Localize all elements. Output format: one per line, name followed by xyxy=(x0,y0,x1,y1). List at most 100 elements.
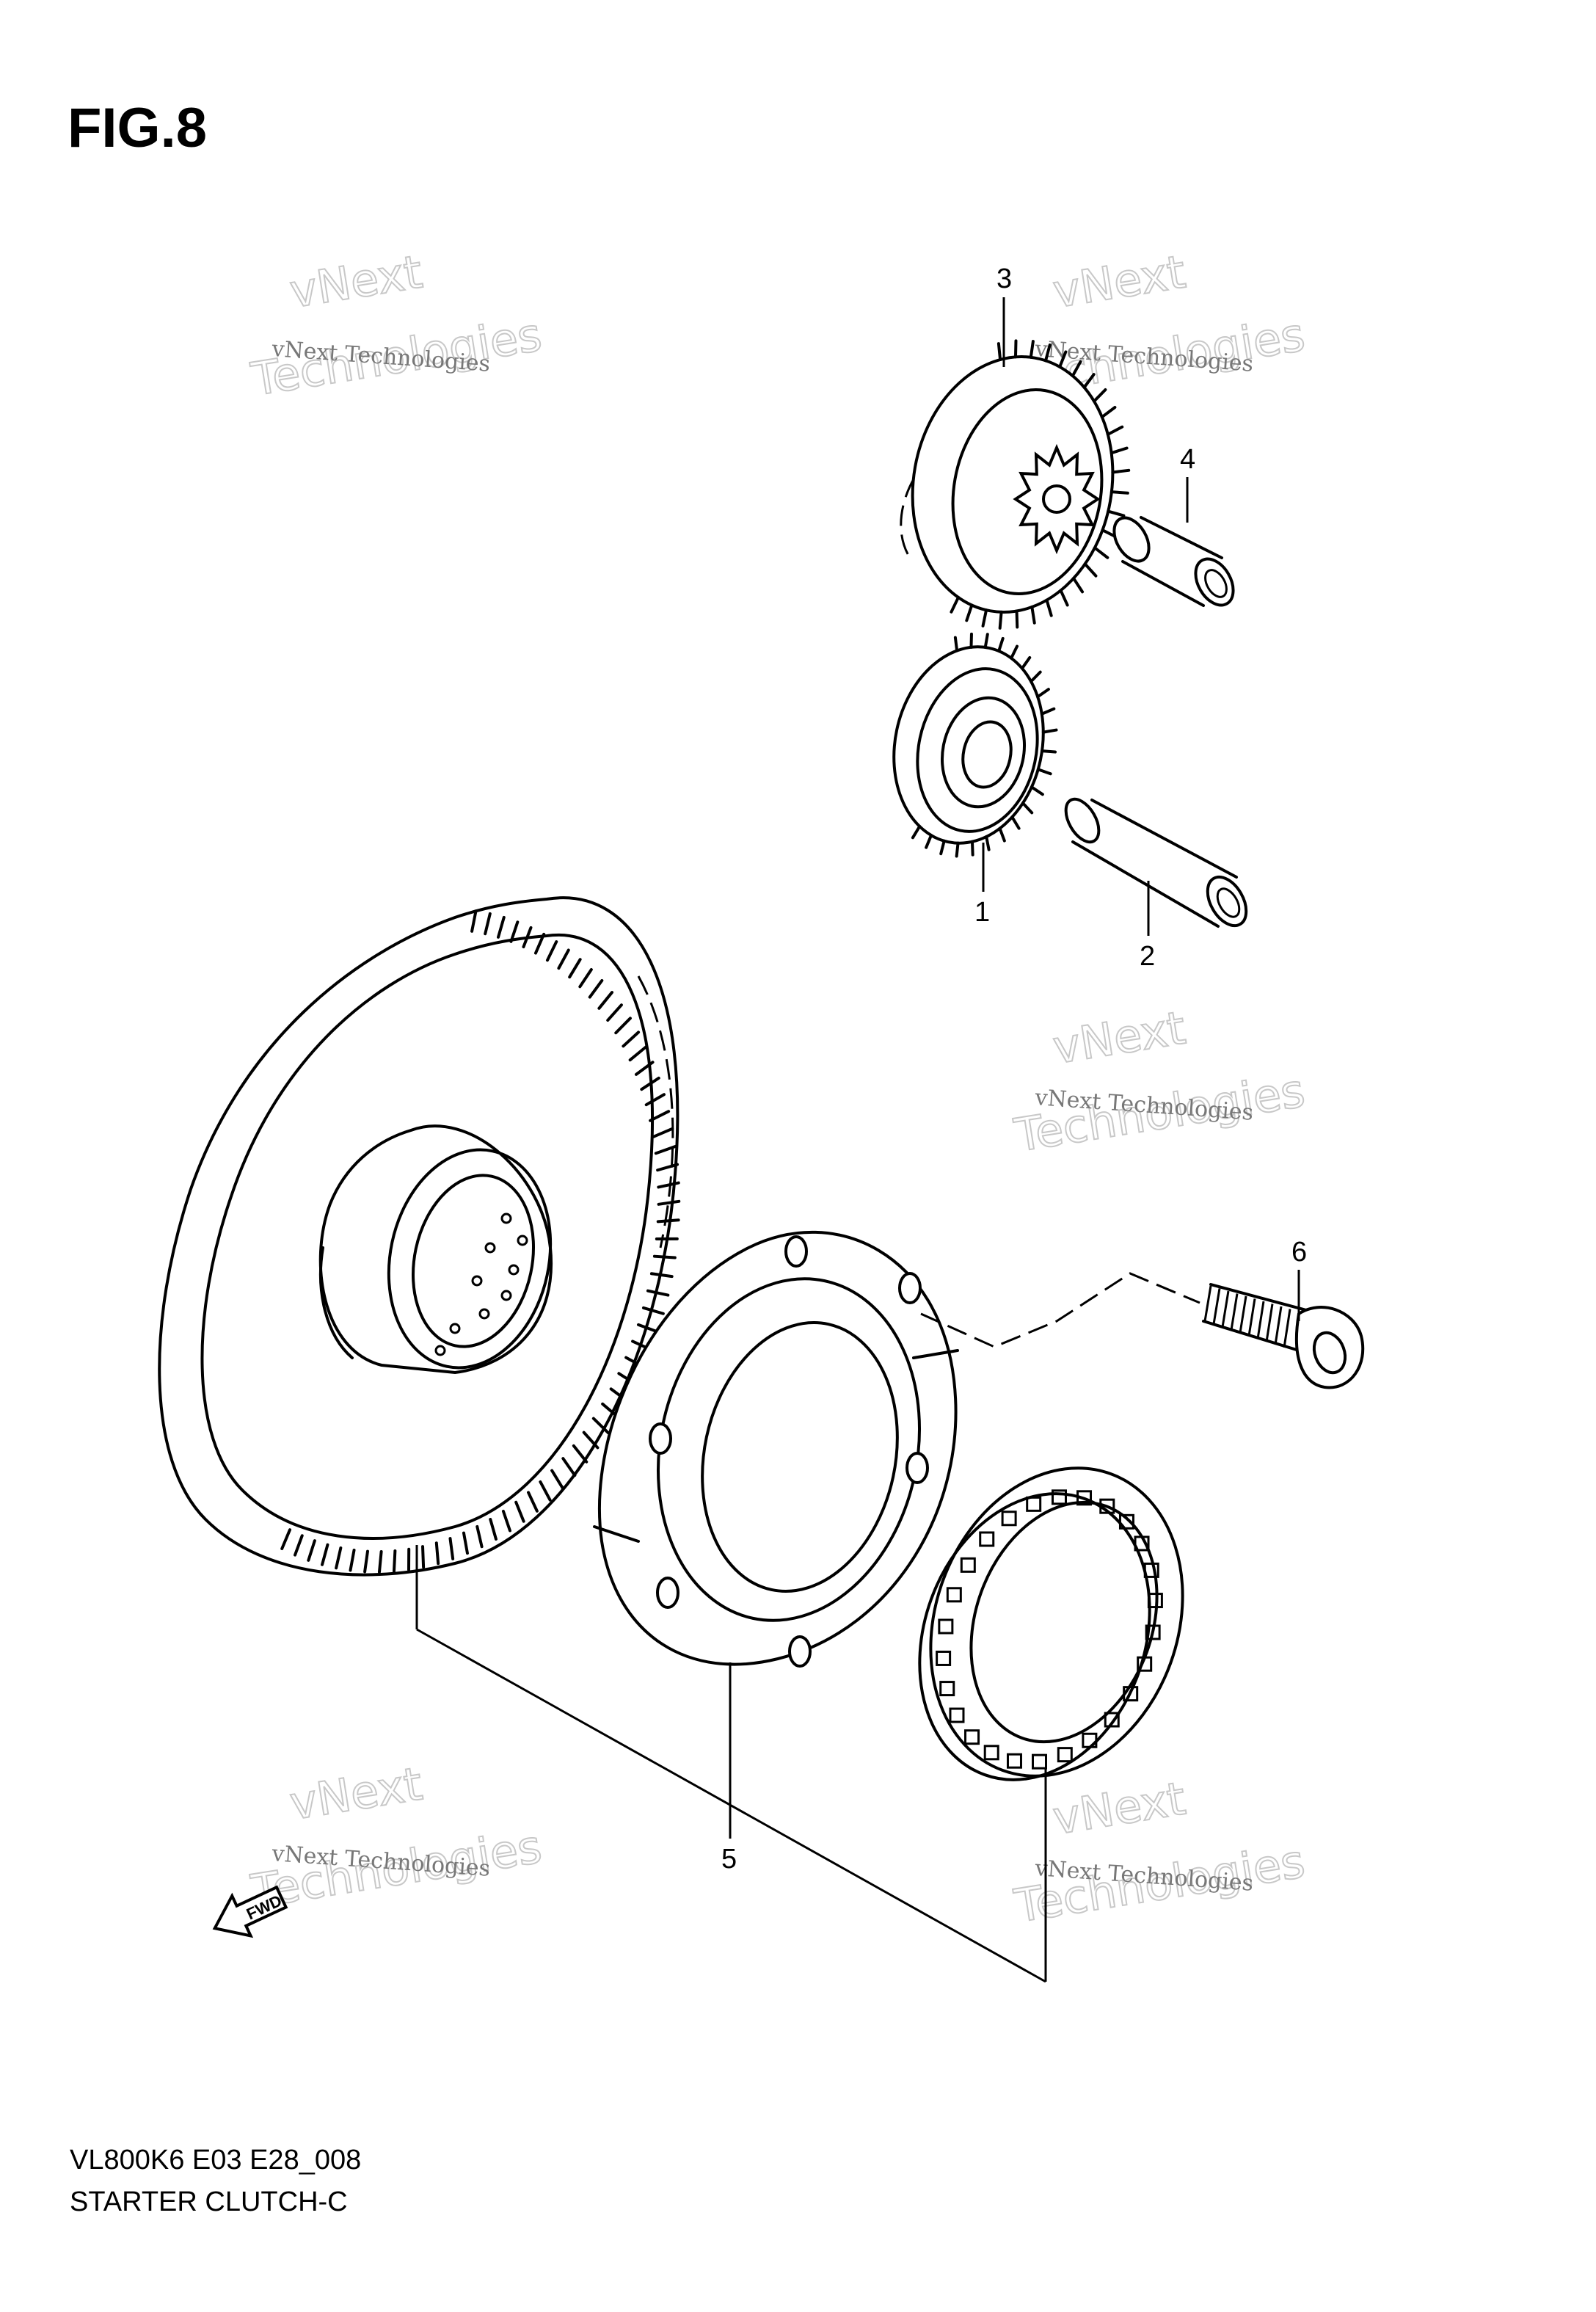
gear-tooth xyxy=(983,633,989,650)
thread xyxy=(1212,1288,1221,1325)
gear-tooth xyxy=(470,909,478,933)
thread xyxy=(1239,1295,1247,1334)
gear-tooth xyxy=(622,1030,641,1048)
gear-tooth xyxy=(1020,655,1032,670)
hub-hole xyxy=(517,1235,528,1246)
sprag-cell xyxy=(1006,1753,1022,1769)
gear-tooth xyxy=(489,1518,498,1541)
gear-tooth xyxy=(1058,350,1068,368)
gear-tooth xyxy=(1100,405,1117,419)
hub-hole xyxy=(484,1242,496,1254)
watermark-bottom-right: vNext Technologies xyxy=(1010,1770,1309,1933)
gear-tooth xyxy=(335,1546,343,1570)
sprag-cell xyxy=(946,1587,962,1603)
sprag-cell xyxy=(939,1681,955,1697)
bolt-hole xyxy=(649,1422,672,1455)
thread xyxy=(1221,1290,1230,1328)
gear-tooth xyxy=(1059,589,1069,607)
gear-tooth xyxy=(539,1480,552,1502)
gear-tooth xyxy=(1029,340,1035,359)
gear-teeth xyxy=(280,909,681,1574)
hub-hole xyxy=(434,1345,446,1356)
gear-tooth xyxy=(1111,468,1131,474)
watermark-big-1: vNext xyxy=(1049,1000,1189,1074)
thread xyxy=(1265,1304,1274,1342)
gear-tooth xyxy=(475,1524,484,1549)
sprag-cell xyxy=(1147,1593,1163,1609)
sprag-cell xyxy=(1118,1513,1134,1530)
gear-tooth xyxy=(448,1537,455,1560)
sprag-cell xyxy=(1001,1511,1017,1527)
gear-tooth xyxy=(1036,768,1052,776)
watermark-big-1: vNext xyxy=(1049,1771,1189,1844)
gear-tooth xyxy=(280,1528,292,1551)
gear-tooth xyxy=(636,1323,660,1334)
gear-tooth xyxy=(1083,562,1098,578)
gear-tooth xyxy=(509,920,520,943)
watermark-mid-right: vNext Technologies xyxy=(1010,1000,1309,1163)
gear-tooth xyxy=(998,610,1003,630)
gear-tooth xyxy=(606,1003,623,1022)
gear-tooth xyxy=(1045,598,1053,617)
part-5-clutch-housing[interactable] xyxy=(593,1230,959,1668)
gear-tooth xyxy=(1109,446,1129,455)
part-2-shaft[interactable] xyxy=(1059,793,1254,932)
part-5-sprag-bearing[interactable] xyxy=(881,1433,1225,1813)
part-3-idle-gear[interactable] xyxy=(893,339,1133,630)
gear-tooth xyxy=(568,958,582,979)
sprag-cell xyxy=(1082,1732,1098,1748)
thread xyxy=(1203,1285,1212,1322)
sprag-cell xyxy=(938,1618,954,1635)
sprag-cell xyxy=(1099,1498,1115,1514)
gear-tooth xyxy=(578,968,593,989)
gear-tooth xyxy=(349,1548,356,1572)
gear-tooth xyxy=(1044,343,1052,363)
gear-tooth xyxy=(1106,425,1124,436)
part-1-gear[interactable] xyxy=(876,632,1061,858)
gear-tooth xyxy=(1021,801,1034,815)
gear-tooth xyxy=(646,1289,670,1297)
callout-4: 4 xyxy=(1180,444,1195,475)
gear-tooth xyxy=(1072,576,1085,594)
part-4-shaft[interactable] xyxy=(1107,512,1241,611)
gear-tooth xyxy=(970,840,974,857)
sprag-cell xyxy=(1143,1562,1159,1578)
gear-tooth xyxy=(644,1093,666,1107)
gear-tooth xyxy=(652,1254,677,1259)
gear-tooth xyxy=(501,1509,511,1533)
gear-tooth xyxy=(597,991,614,1010)
gear-tooth xyxy=(965,603,974,622)
hub-hole xyxy=(471,1275,483,1287)
gear-tooth xyxy=(657,1181,680,1189)
gear-tooth xyxy=(527,1491,539,1513)
thread xyxy=(1247,1298,1256,1337)
sprag-cell xyxy=(1032,1753,1048,1770)
gear-tooth xyxy=(294,1534,304,1557)
watermark-top-left: vNext Technologies xyxy=(247,244,546,407)
bolt-holes xyxy=(649,1235,929,1668)
gear-tooth xyxy=(1010,815,1021,830)
gear-tooth xyxy=(545,940,558,962)
gear-tooth xyxy=(649,1110,671,1122)
gear-tooth xyxy=(614,1017,632,1035)
gear-tooth xyxy=(911,824,922,840)
gear-tooth xyxy=(484,912,492,936)
gear-tooth xyxy=(1036,688,1050,699)
gear-tooth xyxy=(1082,373,1096,389)
gear-tooth xyxy=(656,1163,679,1172)
gear-tooth xyxy=(998,826,1006,843)
hub-hole xyxy=(478,1308,490,1320)
hub-holes xyxy=(434,1213,528,1356)
gear-teeth xyxy=(950,339,1131,630)
thread xyxy=(1274,1306,1283,1345)
sprag-cells xyxy=(936,1489,1163,1770)
part-5-starter-driven-gear[interactable] xyxy=(158,896,681,1577)
gear-tooth xyxy=(656,1218,680,1224)
bolt-hole xyxy=(906,1452,929,1484)
gear-tooth xyxy=(640,1076,660,1091)
part-6-bolt[interactable] xyxy=(1202,1283,1365,1389)
sprag-cell xyxy=(1026,1496,1042,1512)
gear-tooth xyxy=(1040,707,1056,716)
sprag-cell xyxy=(1137,1656,1153,1672)
